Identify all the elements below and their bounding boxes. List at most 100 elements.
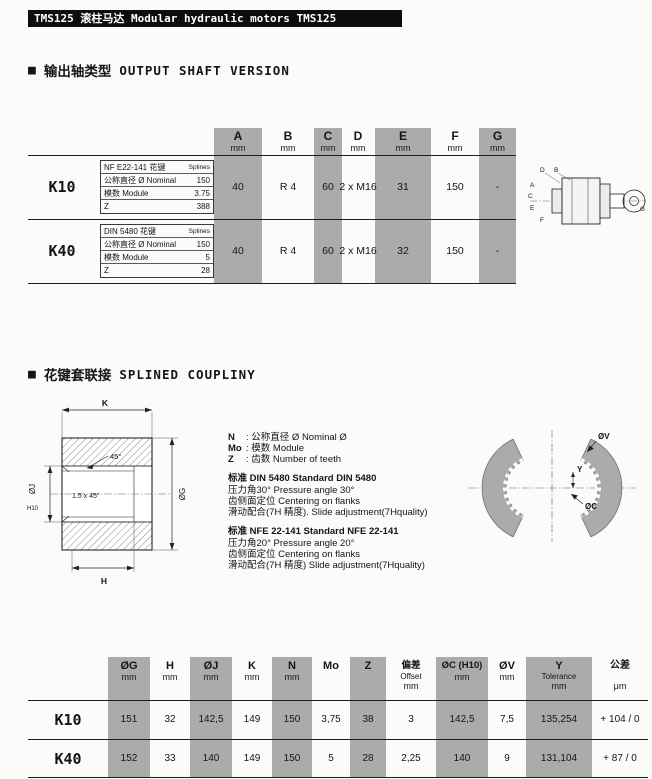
t2-header-z: Z — [364, 660, 372, 672]
motor-label-e: E — [530, 205, 535, 212]
t2-k40-k: 149 — [243, 753, 261, 764]
t1-k40-b: R 4 — [279, 245, 297, 257]
spline-end-view-drawing: ØV Y ØC — [468, 430, 636, 542]
t2-k40-z: 28 — [362, 753, 374, 764]
standard-nfe-title: 标准 NFE 22-141 Standard NFE 22-141 — [228, 526, 399, 537]
shaded-column-n — [272, 657, 312, 778]
t2-header-oc: ØC (H10)mm — [441, 660, 483, 682]
t2-k40-y: 131,104 — [540, 753, 578, 764]
shaded-column-e — [375, 128, 431, 283]
shaded-column-og — [108, 657, 150, 778]
shaded-column-z — [350, 657, 386, 778]
t2-k10-y: 135,254 — [540, 714, 578, 725]
t2-k10-z: 38 — [362, 714, 374, 725]
dim-label-h: H — [101, 576, 107, 586]
t2-rule — [28, 777, 648, 778]
t1-k40-e: 32 — [397, 245, 409, 257]
heading-en: SPLINED COUPLINY — [119, 366, 256, 382]
standard-din-title: 标准 DIN 5480 Standard DIN 5480 — [228, 473, 377, 484]
standard-nfe-line: 压力角20° Pressure angle 20° — [228, 538, 355, 549]
t2-header-y: Y Tolerance mm — [541, 660, 577, 691]
t1-k40-f: 150 — [446, 245, 464, 257]
t2-k40-h: 33 — [164, 753, 176, 764]
t2-k10-ov: 7,5 — [500, 714, 514, 725]
t2-k40-ov: 9 — [504, 753, 510, 764]
t2-k10-offset: 3 — [408, 714, 414, 725]
legend-z: Z: 齿数 Number of teeth — [228, 454, 342, 465]
t2-k10-k: 149 — [243, 714, 261, 725]
t2-k40-mo: 5 — [328, 753, 334, 764]
heading-en: OUTPUT SHAFT VERSION — [119, 62, 290, 78]
t1-k40-d: 2 x M16 — [339, 245, 377, 257]
row-label-k10: K10 — [48, 178, 76, 196]
section-bullet-icon: ■ — [28, 62, 36, 78]
t1-rule — [28, 155, 516, 156]
standard-nfe-line: 滑动配合(7H 精度) Slide adjustment(7Hquality) — [228, 560, 425, 571]
motor-label-b: B — [554, 167, 558, 174]
title-bar: TMS125 滚柱马达 Modular hydraulic motors TMS… — [28, 10, 402, 27]
t1-k40-g: - — [495, 245, 500, 257]
t2-header-tolerance: 公差 μm — [610, 660, 630, 691]
motor-section-drawing: D B A C E F G — [528, 167, 646, 225]
t1-k40-a: 40 — [232, 245, 244, 257]
row-label-k40: K40 — [48, 242, 76, 260]
shaded-column-oc — [436, 657, 488, 778]
t2-k10-n: 150 — [283, 714, 301, 725]
motor-label-g: G — [640, 206, 645, 213]
standard-nfe-line: 齿侧面定位 Centering on flanks — [228, 549, 360, 560]
chamfer-size-label: 1.5 x 45° — [72, 492, 100, 500]
t1-k40-c: 60 — [322, 245, 334, 257]
dim-label-og: ØG — [178, 488, 187, 500]
chamfer-angle-label: 45° — [110, 452, 121, 461]
t1-k10-g: - — [495, 181, 500, 193]
output-shaft-section-heading: ■ 输出轴类型 OUTPUT SHAFT VERSION — [28, 60, 290, 81]
t2-k10-og: 151 — [120, 714, 138, 725]
legend-n: N: 公称直径 Ø Nominal Ø — [228, 432, 347, 443]
standard-din-line: 压力角30° Pressure angle 30° — [228, 485, 355, 496]
t2-rule — [28, 739, 648, 740]
splined-coupling-section-heading: ■ 花键套联接 SPLINED COUPLINY — [28, 364, 256, 385]
t1-k10-b: R 4 — [279, 181, 297, 193]
dim-label-y: Y — [577, 465, 583, 474]
t1-k10-a: 40 — [232, 181, 244, 193]
t1-rule — [28, 219, 516, 220]
t2-k10-h: 32 — [164, 714, 176, 725]
t2-k10-tolerance: + 104 / 0 — [600, 714, 640, 725]
motor-label-d: D — [540, 167, 545, 174]
page-title: TMS125 滚柱马达 Modular hydraulic motors TMS… — [34, 12, 337, 25]
shaded-column-g — [479, 128, 516, 283]
shaded-column-oj — [190, 657, 232, 778]
t2-k10-mo: 3,75 — [321, 714, 341, 725]
t2-header-mo: Mo — [323, 660, 339, 672]
legend-mo: Mo: 模数 Module — [228, 443, 305, 454]
dim-label-ov: ØV — [598, 432, 610, 441]
motor-label-f: F — [540, 217, 544, 224]
t1-k10-c: 60 — [322, 181, 334, 193]
t2-k10-oj: 142,5 — [198, 714, 224, 725]
motor-label-c: C — [528, 193, 533, 200]
dim-label-k: K — [102, 398, 109, 408]
heading-cn: 花键套联接 — [43, 368, 112, 384]
t1-rule — [28, 283, 516, 284]
motor-label-a: A — [530, 182, 535, 189]
t1-k10-e: 31 — [397, 181, 409, 193]
t1-k10-d: 2 x M16 — [339, 181, 377, 193]
standard-din-line: 齿侧面定位 Centering on flanks — [228, 496, 360, 507]
dim-label-h10: H10 — [27, 506, 39, 512]
